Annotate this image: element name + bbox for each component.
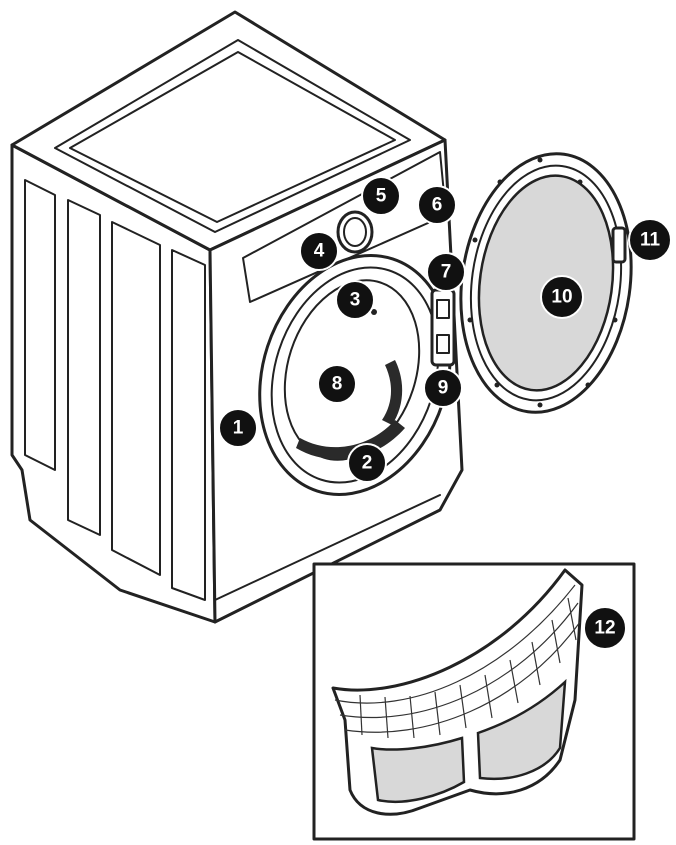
cabinet-base [214, 494, 441, 601]
side-slat-2 [67, 199, 101, 536]
drum-vent-right [382, 360, 403, 425]
callout-1: 1 [218, 408, 258, 448]
callout-7: 7 [426, 252, 466, 292]
callout-11: 11 [628, 218, 672, 262]
callout-4: 4 [299, 231, 339, 271]
side-slat-3 [111, 221, 161, 576]
drum-vent-lower [296, 420, 405, 460]
callout-9-label: 9 [438, 378, 449, 399]
callout-1-label: 1 [233, 418, 244, 439]
callout-2-label: 2 [362, 453, 373, 474]
cabinet-top-lid-inner [69, 51, 396, 223]
callout-6: 6 [417, 185, 457, 225]
callout-3-label: 3 [350, 290, 361, 311]
side-slat-1 [24, 179, 56, 471]
door-hinge [430, 288, 456, 367]
lint-filter-grid-top [334, 584, 581, 733]
control-knob [336, 210, 374, 254]
callout-5: 5 [361, 176, 401, 216]
callout-12-label: 12 [594, 618, 615, 639]
door-inner-ring [469, 164, 623, 402]
lint-filter-inset [312, 562, 636, 841]
side-slat-4 [171, 249, 206, 601]
callout-11-label: 11 [640, 230, 661, 251]
callout-4-label: 4 [314, 241, 325, 262]
lint-screen-right [476, 678, 567, 781]
callout-2: 2 [347, 443, 387, 483]
drum-light [371, 309, 377, 315]
callout-5-label: 5 [376, 186, 387, 207]
callout-8-label: 8 [332, 374, 343, 395]
callout-10: 10 [540, 275, 584, 319]
callout-9: 9 [423, 368, 463, 408]
lint-filter-grid-ribs [359, 597, 577, 739]
callout-3: 3 [335, 280, 375, 320]
callout-7-label: 7 [441, 262, 452, 283]
callout-8: 8 [317, 364, 357, 404]
door-latch [611, 226, 627, 264]
callout-12: 12 [583, 606, 627, 650]
lint-screen-left [370, 736, 466, 804]
callout-6-label: 6 [432, 195, 443, 216]
callout-10-label: 10 [551, 287, 572, 308]
cabinet-top-lid [54, 39, 411, 233]
